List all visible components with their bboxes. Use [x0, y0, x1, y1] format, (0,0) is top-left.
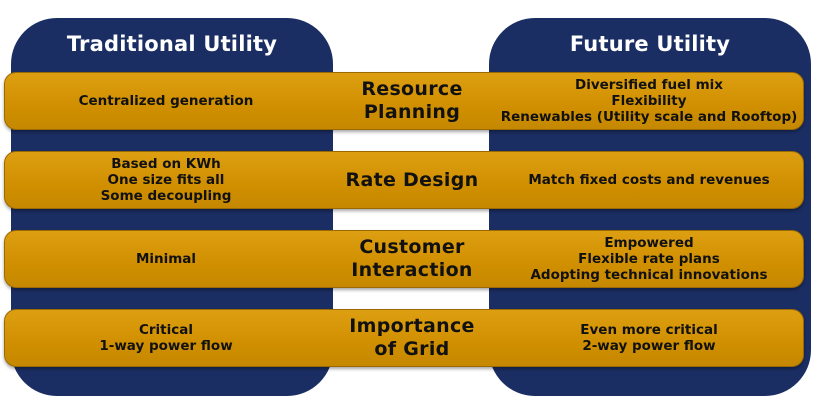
cell-line: Even more critical	[580, 322, 718, 338]
cell-line: 1-way power flow	[99, 338, 233, 354]
cell-line: Some decoupling	[100, 188, 232, 204]
cell-line: One size fits all	[107, 172, 225, 188]
traditional-utility-title: Traditional Utility	[66, 32, 278, 56]
category-label: Importance of Grid	[327, 310, 497, 366]
cell-line: Flexibility	[611, 93, 687, 109]
future-cell: Match fixed costs and revenues	[493, 152, 805, 208]
cell-line: Diversified fuel mix	[574, 77, 723, 93]
future-cell: Even more critical 2-way power flow	[493, 310, 805, 366]
category-line: Customer	[359, 236, 465, 258]
row-customer-interaction: Minimal Customer Interaction Empowered F…	[4, 230, 804, 288]
traditional-cell: Minimal	[5, 231, 327, 287]
cell-line: Flexible rate plans	[578, 251, 720, 267]
cell-line: Match fixed costs and revenues	[528, 172, 770, 188]
cell-line: Critical	[138, 322, 193, 338]
row-resource-planning: Centralized generation Resource Planning…	[4, 72, 804, 130]
cell-line: Based on KWh	[111, 156, 221, 172]
traditional-cell: Critical 1-way power flow	[5, 310, 327, 366]
cell-line: Renewables (Utility scale and Rooftop)	[500, 109, 798, 125]
category-line: Interaction	[351, 259, 473, 281]
category-line: Rate Design	[345, 168, 479, 191]
row-rate-design: Based on KWh One size fits all Some deco…	[4, 151, 804, 209]
cell-line: 2-way power flow	[582, 338, 716, 354]
future-cell: Empowered Flexible rate plans Adopting t…	[493, 231, 805, 287]
category-line: Importance	[349, 315, 475, 337]
traditional-cell: Centralized generation	[5, 73, 327, 129]
category-label: Customer Interaction	[327, 231, 497, 287]
cell-line: Adopting technical innovations	[530, 267, 768, 283]
category-label: Resource Planning	[327, 73, 497, 129]
row-importance-of-grid: Critical 1-way power flow Importance of …	[4, 309, 804, 367]
future-utility-title: Future Utility	[569, 32, 731, 56]
traditional-cell: Based on KWh One size fits all Some deco…	[5, 152, 327, 208]
cell-line: Centralized generation	[78, 93, 254, 109]
category-line: Resource	[361, 78, 463, 100]
category-line: Planning	[363, 101, 461, 123]
category-label: Rate Design	[327, 152, 497, 208]
cell-line: Minimal	[135, 251, 197, 267]
future-cell: Diversified fuel mix Flexibility Renewab…	[493, 73, 805, 129]
cell-line: Empowered	[604, 235, 694, 251]
category-line: of Grid	[374, 338, 450, 360]
